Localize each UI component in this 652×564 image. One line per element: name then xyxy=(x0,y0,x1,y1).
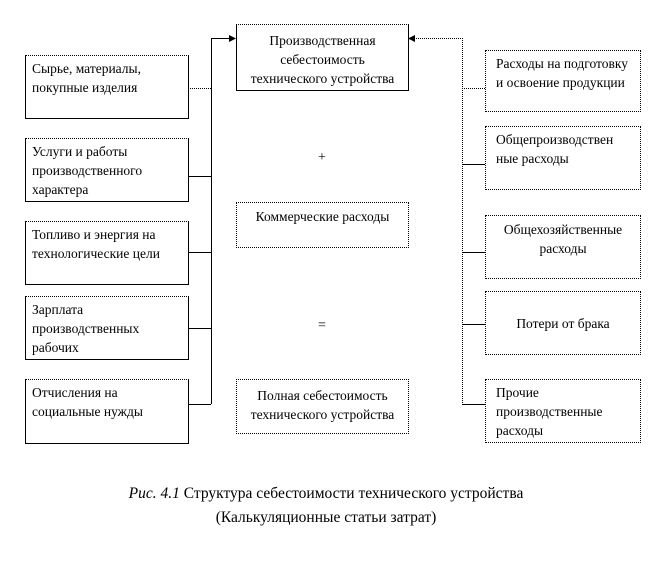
arrowhead-right xyxy=(408,35,415,42)
full-cost-box: Полная себестоимость технического устрой… xyxy=(236,379,409,434)
caption-line-1: Рис. 4.1 Структура себестоимости техниче… xyxy=(0,485,652,503)
commercial-expenses-box: Коммерческие расходы xyxy=(236,202,409,248)
left-item-4: Зарплата производственных рабочих xyxy=(25,296,189,360)
figure-label: Рис. 4.1 xyxy=(128,485,180,502)
left-item-2: Услуги и работы производственного характ… xyxy=(25,138,189,202)
right-item-1: Расходы на подготовку и освоение продукц… xyxy=(485,50,641,112)
left-item-1: Сырье, материалы, покупные изделия xyxy=(25,55,189,119)
equals-sign: = xyxy=(318,318,326,333)
right-item-3: Общехозяйственные расходы xyxy=(485,215,641,279)
caption-line-2: (Калькуляционные статьи затрат) xyxy=(215,509,437,526)
left-item-5: Отчисления на социальные нужды xyxy=(25,379,189,444)
right-item-4: Потери от брака xyxy=(485,291,641,355)
arrowhead-left xyxy=(229,35,236,42)
plus-sign: + xyxy=(318,150,326,165)
production-cost-box: Производственная себестоимость техническ… xyxy=(236,24,409,91)
right-item-2: Общепроизводствен ные расходы xyxy=(485,126,641,190)
left-item-3: Топливо и энергия на технологические цел… xyxy=(25,221,189,285)
right-item-5: Прочие производственные расходы xyxy=(485,379,641,443)
caption-title: Структура себестоимости технического уст… xyxy=(183,485,524,502)
